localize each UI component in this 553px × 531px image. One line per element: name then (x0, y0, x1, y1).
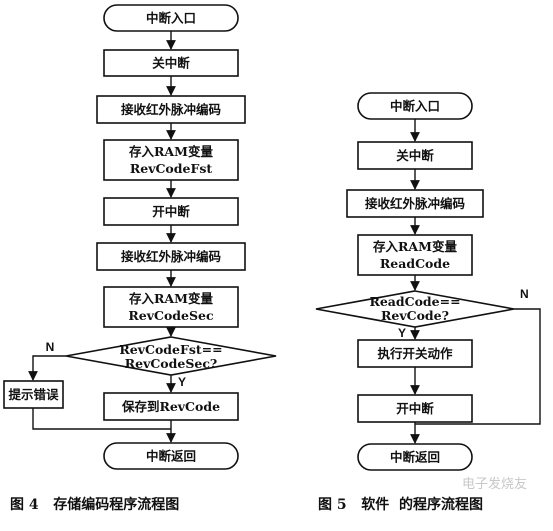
fig4-yes-label: Y (178, 375, 186, 389)
fig5-no-branch-connector (415, 308, 541, 425)
fig4-save-box (103, 392, 239, 421)
fig4-error-box (3, 380, 64, 409)
fig5-end-terminal (357, 443, 473, 471)
fig5-action-box (357, 339, 473, 368)
fig4-end-terminal (103, 442, 239, 470)
figure-4-flowchart: 中断入口 关中断 接收红外脉冲编码 存入RAM变量 RevCodeFst 开中断… (3, 4, 277, 513)
figure-5-flowchart: 中断入口 关中断 接收红外脉冲编码 存入RAM变量 ReadCode ReadC… (315, 92, 541, 513)
fig4-error-return-connector (32, 408, 171, 430)
fig5-decision-line2: RevCode? (381, 308, 449, 323)
fig5-caption: 图 5 软件 的程序流程图 (318, 496, 483, 513)
fig4-step5-label: 接收红外脉冲编码 (121, 249, 221, 264)
fig4-decision-line1: RevCodeFst== (119, 342, 222, 357)
fig4-no-label: N (46, 340, 55, 354)
fig5-start-label: 中断入口 (390, 99, 440, 114)
fig4-save-label: 保存到RevCode (121, 399, 220, 414)
fig4-step6-line2: RevCodeSec (128, 308, 214, 323)
fig4-caption: 图 4 存储编码程序流程图 (10, 496, 179, 513)
fig4-end-label: 中断返回 (146, 449, 196, 464)
fig4-no-branch-connector (28, 355, 66, 381)
fig4-step2-label: 接收红外脉冲编码 (121, 102, 221, 117)
fig4-step6-line1: 存入RAM变量 (128, 291, 213, 306)
fig5-step-close-interrupt (357, 141, 473, 170)
fig5-step4-label: 开中断 (396, 401, 434, 416)
fig4-step1-label: 关中断 (152, 56, 190, 71)
fig5-action-label: 执行开关动作 (377, 346, 453, 361)
fig4-step4-label: 开中断 (152, 204, 190, 219)
watermark-logo: 电子发烧友 (462, 476, 527, 492)
fig5-step3-line1: 存入RAM变量 (372, 239, 457, 254)
fig4-step3-line1: 存入RAM变量 (128, 144, 213, 159)
fig4-step-close-interrupt (103, 49, 239, 77)
fig4-decision-line2: RevCodeSec? (125, 356, 218, 371)
fig5-step-store-readcode (357, 234, 473, 276)
fig5-step2-label: 接收红外脉冲编码 (365, 196, 465, 211)
fig5-no-label: N (520, 287, 529, 301)
fig5-step1-label: 关中断 (396, 148, 434, 163)
fig5-step3-line2: ReadCode (380, 256, 450, 271)
fig4-error-label: 提示错误 (8, 387, 59, 402)
fig5-step-receive-code (346, 189, 484, 218)
fig5-end-label: 中断返回 (390, 450, 440, 465)
fig5-decision-line1: ReadCode== (369, 294, 460, 309)
fig4-step3-line2: RevCodeFst (130, 161, 212, 176)
fig4-start-label: 中断入口 (146, 11, 196, 26)
fig5-yes-label: Y (398, 326, 406, 340)
fig4-step-store-fst (103, 139, 239, 181)
